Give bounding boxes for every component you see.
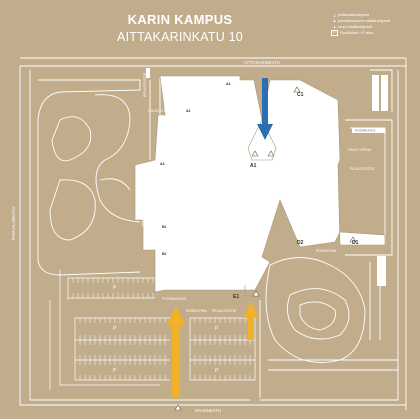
entrance-D1: D1 [352, 240, 359, 246]
legend-label: pääsisäänkäynnit [338, 12, 369, 17]
parking-lot [49, 270, 256, 390]
blue-arrow [257, 78, 273, 140]
entrance-B1: B1 [162, 225, 167, 229]
entrance-A2: A2 [186, 109, 191, 113]
entrance-A1: A1 [250, 163, 257, 169]
parking-label: P [113, 368, 117, 374]
yellow-arrow-small [243, 302, 259, 340]
parking-label: P [113, 326, 117, 332]
pelastustie-south-label: PELASTUSTIE [212, 309, 237, 313]
triangle-filled-icon: ▲ [332, 18, 337, 23]
parking-label: P [215, 326, 219, 332]
entrance-A3: A3 [160, 162, 165, 166]
legend-label: Pysäköinti • P-alue [340, 30, 374, 35]
legend-item: △pääsisäänkäynnit [331, 12, 369, 17]
legend-item: ▲porrashuoneen sisäänkäynnit [331, 18, 391, 23]
street-label-west: PAKKALANKATU [11, 206, 16, 240]
parking-label: P [113, 285, 117, 291]
pyora-katos-west-label: PYÖRÄ KATOS [142, 215, 167, 219]
map-subtitle: AITTAKARINKATU 10 [117, 30, 243, 44]
map-title: KARIN KAMPUS [127, 12, 233, 27]
legend-label: porrashuoneen sisäänkäynnit [338, 18, 391, 23]
entrance-E1: E1 [233, 294, 239, 300]
legend-item: ▴muut sisäänkäynnit [331, 24, 372, 29]
triangle-outline-icon: △ [332, 12, 337, 17]
legend-label: muut sisäänkäynnit [338, 24, 373, 29]
parking-stalls [72, 278, 251, 380]
pyorakatos-south-label: PYÖRÄKATOS [162, 297, 187, 301]
street-label-north: AITTAKARINKATU [244, 60, 280, 65]
yellow-arrow-large [166, 306, 186, 398]
pyora-katos-east-label: PYÖRÄKATOS [355, 129, 375, 133]
entrance-A4: A4 [226, 82, 231, 86]
huoltopiha-east-label: HUOLTOPIHA [348, 148, 372, 152]
parking-labels: P P P P P [113, 285, 219, 374]
entrance-C1: C1 [297, 92, 304, 98]
entrance-D2: D2 [297, 240, 304, 246]
entrance-labels: A1 C1 D1 D2 E1 B2 B1 A2 A3 A4 [160, 82, 359, 300]
entrance-markers [174, 86, 357, 411]
roska-east-label: ROSKA PIHA [316, 249, 337, 253]
pelastustie-north-label: PELASTUSTIE [143, 72, 147, 97]
pelastustie-east-label: PELASTUSTIE [350, 167, 375, 171]
parking-icon: P [331, 30, 338, 36]
huolto-piha-label: HUOLTO PIHA [148, 109, 173, 113]
triangle-small-icon: ▴ [333, 24, 336, 29]
main-building [135, 76, 385, 292]
parking-label: P [215, 368, 219, 374]
entrance-B2: B2 [162, 252, 167, 256]
roska-south-label: ROSKA PIHA [186, 309, 207, 313]
street-label-south: SAHANKATU [195, 408, 221, 413]
